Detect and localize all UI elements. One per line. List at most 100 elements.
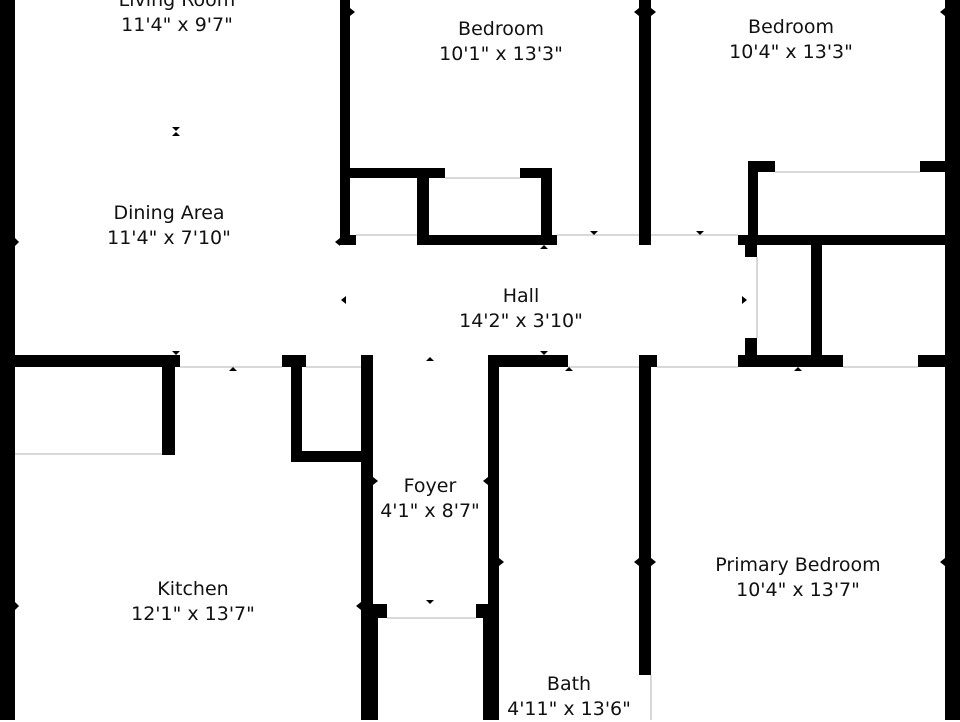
opening-pantry [15,453,162,455]
marker-arrow [634,8,639,16]
wall-hall-bottom-6 [918,355,960,367]
room-label-bedroom-2: Bedroom 10'4" x 13'3" [729,15,853,65]
room-dims: 12'1" x 13'7" [131,603,255,625]
marker-arrow [229,367,237,371]
wall-foyer-right [488,355,499,720]
marker-arrow [15,602,19,610]
wall-bedroom-bedroom [639,0,651,245]
room-label-bath: Bath 4'11" x 13'6" [507,672,631,722]
wall-hall-closet-left [745,245,757,257]
room-dims: 10'1" x 13'3" [439,43,563,65]
marker-arrow [426,357,434,361]
opening-foyer-door [387,617,476,619]
wall-closet2-top-2 [920,161,950,172]
opening-closet-bottom [843,366,918,368]
room-label-primary-bedroom: Primary Bedroom 10'4" x 13'7" [715,553,880,603]
room-dims: 10'4" x 13'3" [729,41,853,63]
marker-arrow [15,238,19,246]
room-name: Bath [546,673,592,695]
wall-foyer-bottom-2 [476,604,499,618]
wall-niche-left [291,355,302,462]
marker-arrow [590,231,598,235]
marker-arrow [540,245,548,249]
wall-bath-primary [639,355,651,675]
marker-arrow [794,367,802,371]
marker-arrow [499,558,504,566]
marker-arrow [940,8,945,16]
room-label-dining-area: Dining Area 11'4" x 7'10" [107,201,231,251]
opening-bed2-door [651,234,738,236]
wall-hall-closet-left-2 [745,338,757,360]
room-dims: 11'4" x 9'7" [121,14,233,36]
wall-niche-bottom [291,451,371,462]
wall-closet2-left [748,161,758,245]
room-dims: 11'4" x 7'10" [107,227,231,249]
marker-arrow [172,132,180,136]
wall-foyer-left [361,355,373,720]
marker-arrow [651,8,656,16]
marker-arrow [172,351,180,355]
room-label-foyer: Foyer 4'1" x 8'7" [380,474,480,524]
marker-arrow [634,558,639,566]
opening-closet2 [775,171,920,173]
wall-hall-top-3 [738,235,960,245]
room-name: Primary Bedroom [715,554,881,576]
marker-arrow [350,8,355,16]
room-label-hall: Hall 14'2" x 3'10" [459,284,583,334]
room-name: Kitchen [157,578,229,600]
room-name: Hall [502,285,540,307]
opening-hall-closet [756,257,758,338]
wall-foyer-bottom-1 [361,604,387,618]
opening-bath-door [568,366,639,368]
opening-primary-door [657,366,738,368]
wall-foyer-inner-2 [483,618,489,720]
marker-arrow [483,477,488,485]
wall-closet2-top-1 [748,161,775,172]
marker-arrow [565,367,573,371]
wall-hall-bottom-5 [738,355,843,367]
marker-arrow [335,238,340,246]
opening-kitchen [180,366,282,368]
wall-hall-top-2 [417,235,557,245]
wall-foyer-inner [373,618,378,720]
wall-hall-top-1 [340,235,356,245]
room-name: Foyer [403,475,457,497]
room-name: Living Room [118,0,236,11]
room-name: Bedroom [458,18,544,40]
marker-arrow [426,600,434,604]
wall-hall-closet-right [811,245,822,360]
room-dims: 4'11" x 13'6" [507,698,631,720]
marker-arrow [940,558,945,566]
room-name: Dining Area [113,202,225,224]
room-dims: 14'2" x 3'10" [459,310,583,332]
dimension-markers [15,8,945,610]
opening-closet1 [445,177,520,179]
opening-bed1-door [557,234,639,236]
marker-arrow [742,296,747,304]
wall-hall-bottom-1 [0,355,180,367]
wall-closet-right [541,168,552,245]
opening-closet1-bottom [356,234,417,236]
openings [15,171,920,720]
marker-arrow [356,602,361,610]
room-name: Bedroom [748,16,834,38]
opening-niche [306,366,361,368]
room-dims: 4'1" x 8'7" [380,500,480,522]
marker-arrow [540,351,548,355]
marker-arrow [341,296,346,304]
wall-closet-top-2 [520,168,552,178]
marker-arrow [696,231,704,235]
room-label-bedroom-1: Bedroom 10'1" x 13'3" [439,17,563,67]
wall-hall-bottom-3 [490,355,568,367]
room-label-kitchen: Kitchen 12'1" x 13'7" [131,577,255,627]
opening-primary-bottom [650,675,652,720]
marker-arrow [172,127,180,131]
room-label-living-room: Living Room 11'4" x 9'7" [119,0,236,38]
marker-arrow [651,558,656,566]
marker-arrow [373,477,378,485]
wall-living-bedroom [340,0,350,245]
wall-pantry-right [162,355,175,455]
wall-closet-mid [417,168,429,245]
